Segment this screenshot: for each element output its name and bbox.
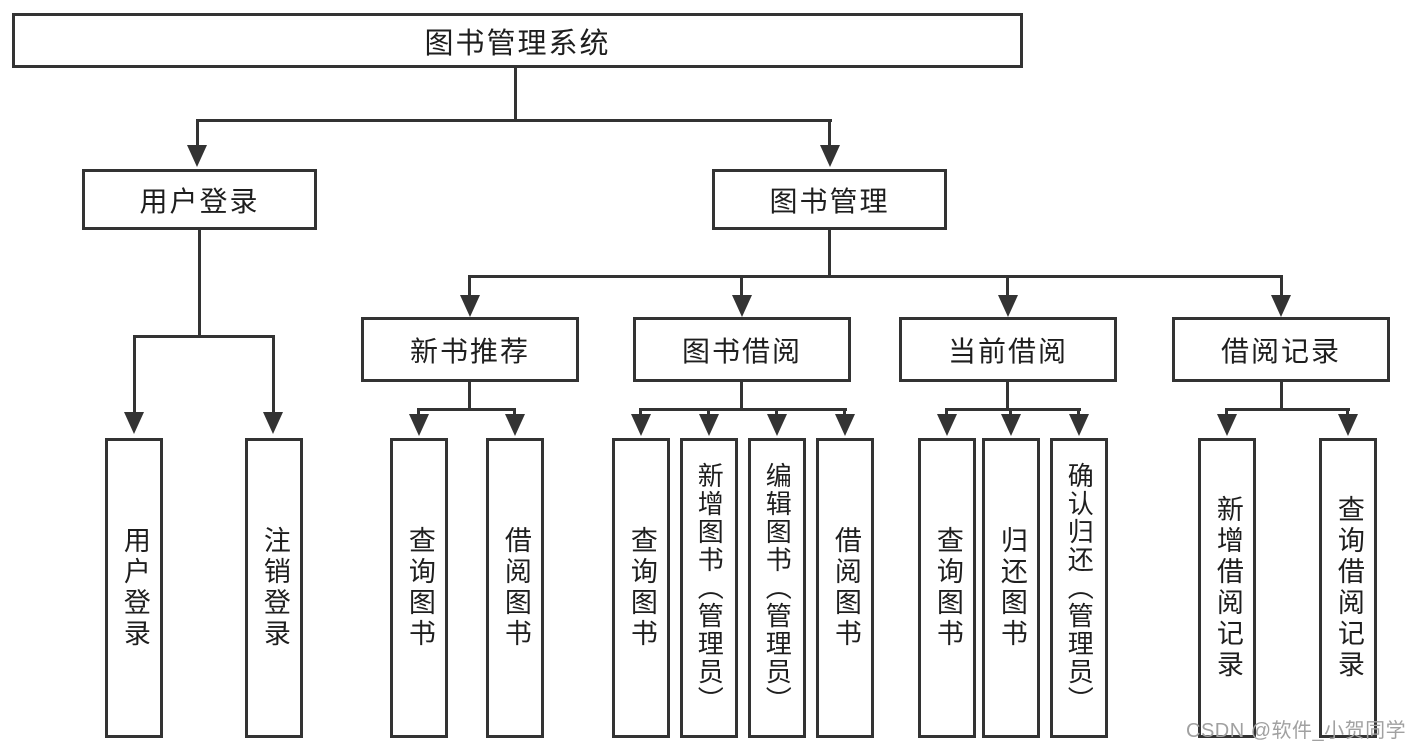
node-user-login-leaf-label: 用户登录: [119, 526, 150, 650]
connector-line: [133, 335, 136, 412]
node-book-borrow: 图书借阅: [633, 317, 851, 382]
node-cb-query-books-label: 查询图书: [932, 526, 963, 650]
connector-line: [945, 408, 948, 414]
node-br-add-record-label: 新增借阅记录: [1212, 495, 1243, 681]
connector-line: [1280, 382, 1283, 408]
node-bb-borrow-books-label: 借阅图书: [830, 526, 861, 650]
node-cb-return-books-label: 归还图书: [996, 526, 1027, 650]
connector-line: [1225, 408, 1350, 411]
connector-line: [740, 382, 743, 408]
connector-line: [469, 275, 1283, 278]
node-nbr-query-books: 查询图书: [390, 438, 448, 738]
connector-line: [828, 230, 831, 275]
node-br-query-record-label: 查询借阅记录: [1333, 495, 1364, 681]
node-bb-add-books-admin: 新增图书（管理员）: [680, 438, 738, 738]
connector-line: [1225, 408, 1228, 414]
node-logout-label: 注销登录: [259, 526, 290, 650]
node-new-book-recommend: 新书推荐: [361, 317, 579, 382]
node-br-add-record: 新增借阅记录: [1198, 438, 1256, 738]
arrowhead-down: [124, 412, 144, 434]
arrowhead-down: [505, 414, 525, 436]
node-bb-borrow-books: 借阅图书: [816, 438, 874, 738]
arrowhead-down: [187, 145, 207, 167]
arrowhead-down: [1217, 414, 1237, 436]
connector-line: [1006, 275, 1009, 295]
node-current-borrow: 当前借阅: [899, 317, 1117, 382]
connector-line: [945, 408, 1081, 411]
arrowhead-down: [767, 414, 787, 436]
arrowhead-down: [732, 295, 752, 317]
connector-line: [514, 68, 517, 119]
connector-line: [740, 275, 743, 295]
arrowhead-down: [998, 295, 1018, 317]
connector-line: [639, 408, 642, 414]
connector-line: [639, 408, 847, 411]
arrowhead-down: [1001, 414, 1021, 436]
node-root: 图书管理系统: [12, 13, 1023, 68]
node-bb-add-books-admin-label: 新增图书（管理员）: [694, 462, 725, 714]
node-current-borrow-label: 当前借阅: [947, 335, 1068, 367]
node-nbr-query-books-label: 查询图书: [404, 526, 435, 650]
connector-line: [468, 382, 471, 408]
arrowhead-down: [460, 295, 480, 317]
node-user-login-leaf: 用户登录: [105, 438, 163, 738]
node-user-login: 用户登录: [82, 169, 317, 230]
node-root-label: 图书管理系统: [424, 27, 611, 60]
node-nbr-borrow-books: 借阅图书: [486, 438, 544, 738]
arrowhead-down: [1271, 295, 1291, 317]
connector-line: [196, 119, 199, 145]
connector-line: [417, 408, 516, 411]
connector-line: [272, 335, 275, 412]
arrowhead-down: [1069, 414, 1089, 436]
arrowhead-down: [631, 414, 651, 436]
connector-line: [1077, 408, 1080, 414]
connector-line: [198, 230, 201, 335]
connector-line: [828, 119, 831, 145]
arrowhead-down: [835, 414, 855, 436]
arrowhead-down: [699, 414, 719, 436]
arrowhead-down: [820, 145, 840, 167]
node-br-query-record: 查询借阅记录: [1319, 438, 1377, 738]
node-cb-query-books: 查询图书: [918, 438, 976, 738]
node-cb-return-books: 归还图书: [982, 438, 1040, 738]
arrowhead-down: [263, 412, 283, 434]
connector-line: [1006, 382, 1009, 408]
connector-line: [707, 408, 710, 414]
node-bb-query-books-label: 查询图书: [626, 526, 657, 650]
node-borrow-records: 借阅记录: [1172, 317, 1390, 382]
connector-line: [133, 335, 275, 338]
node-borrow-records-label: 借阅记录: [1220, 335, 1341, 367]
connector-line: [1280, 275, 1283, 295]
connector-line: [513, 408, 516, 414]
node-user-login-label: 用户登录: [139, 185, 260, 217]
node-nbr-borrow-books-label: 借阅图书: [500, 526, 531, 650]
connector-line: [417, 408, 420, 414]
node-book-management: 图书管理: [712, 169, 947, 230]
node-book-borrow-label: 图书借阅: [681, 335, 802, 367]
node-bb-query-books: 查询图书: [612, 438, 670, 738]
node-new-book-recommend-label: 新书推荐: [409, 335, 530, 367]
connector-line: [775, 408, 778, 414]
csdn-watermark: CSDN @软件_小贺同学: [1186, 720, 1405, 742]
connector-line: [1346, 408, 1349, 414]
arrowhead-down: [1338, 414, 1358, 436]
connector-line: [468, 275, 471, 295]
node-logout: 注销登录: [245, 438, 303, 738]
arrowhead-down: [409, 414, 429, 436]
connector-line: [1009, 408, 1012, 414]
connector-line: [196, 119, 832, 122]
node-cb-confirm-return-admin: 确认归还（管理员）: [1050, 438, 1108, 738]
node-cb-confirm-return-admin-label: 确认归还（管理员）: [1064, 462, 1095, 714]
node-bb-edit-books-admin: 编辑图书（管理员）: [748, 438, 806, 738]
node-book-management-label: 图书管理: [769, 185, 890, 217]
node-bb-edit-books-admin-label: 编辑图书（管理员）: [762, 462, 793, 714]
connector-line: [843, 408, 846, 414]
arrowhead-down: [937, 414, 957, 436]
